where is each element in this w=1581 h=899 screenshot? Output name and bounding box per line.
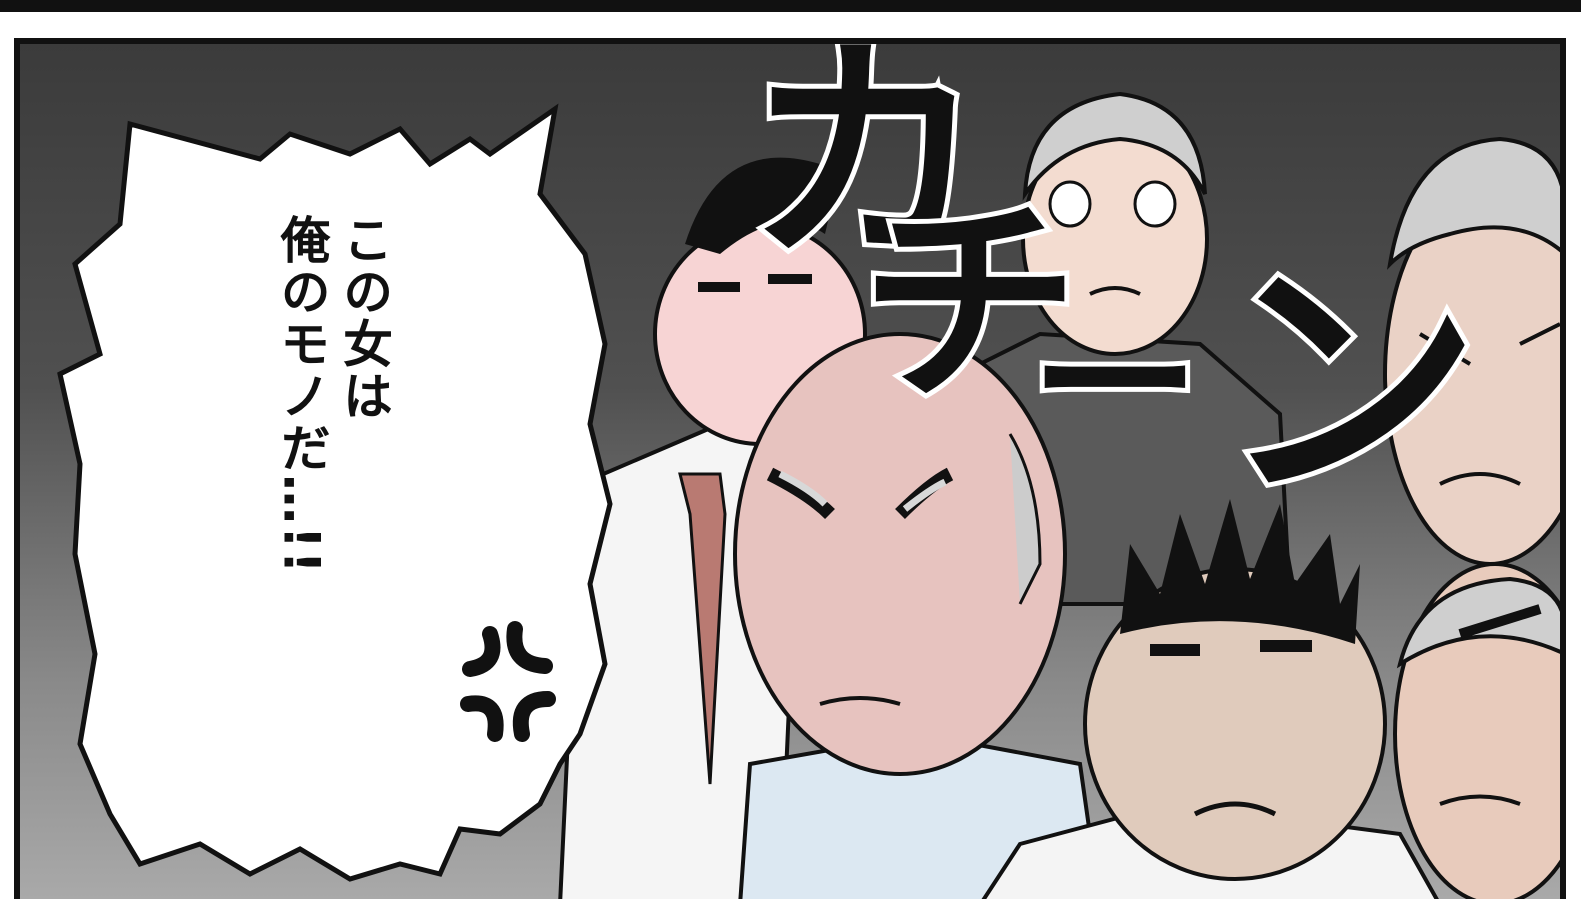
- top-border: [0, 0, 1581, 12]
- right-top-man: [1383, 136, 1560, 566]
- sound-effect-dash: ー: [1025, 285, 1205, 483]
- gutter: [0, 12, 1581, 38]
- right-bottom-man: [1393, 562, 1560, 899]
- comic-artwork: [57, 91, 1560, 899]
- gray-haired-man: [957, 91, 1293, 606]
- speech-text: この女は 俺のモノだ…!!: [270, 214, 395, 734]
- sound-effect-n: ン: [1215, 233, 1485, 535]
- spiky-speech-bubble: [57, 103, 613, 882]
- sound-effect-chi: チ: [855, 176, 1085, 432]
- sound-effect-ka: カ: [740, 38, 990, 294]
- speech-line-1: この女は: [335, 214, 393, 422]
- comic-panel: この女は 俺のモノだ…!! カ チ ー ン: [14, 38, 1566, 899]
- anger-mark-icon: [460, 621, 556, 742]
- speech-line-2: 俺のモノだ…!!: [272, 214, 331, 576]
- spiky-haired-man: [981, 499, 1439, 899]
